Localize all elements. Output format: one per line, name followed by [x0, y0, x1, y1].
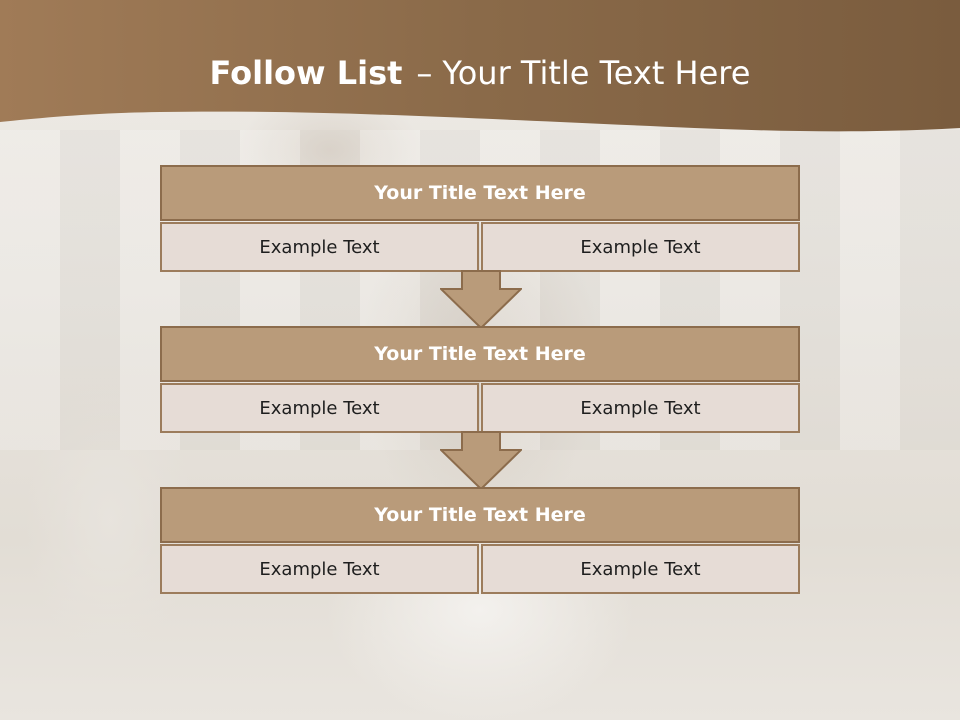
- example-text-right: Example Text: [481, 544, 800, 594]
- title-main: Follow List: [209, 54, 403, 92]
- example-text-right: Example Text: [481, 383, 800, 433]
- block-row: Example Text Example Text: [160, 222, 800, 272]
- block-row: Example Text Example Text: [160, 544, 800, 594]
- block-title: Your Title Text Here: [160, 487, 800, 543]
- example-text-right: Example Text: [481, 222, 800, 272]
- down-arrow-icon: [440, 431, 522, 491]
- header-banner: [0, 0, 960, 132]
- list-block-1: Your Title Text Here Example Text Exampl…: [160, 165, 800, 272]
- block-row: Example Text Example Text: [160, 383, 800, 433]
- example-text-left: Example Text: [160, 544, 479, 594]
- down-arrow-icon: [440, 270, 522, 330]
- list-block-2: Your Title Text Here Example Text Exampl…: [160, 326, 800, 433]
- title-separator: –: [416, 54, 433, 92]
- slide-title: Follow List–Your Title Text Here: [0, 54, 960, 92]
- example-text-left: Example Text: [160, 383, 479, 433]
- block-title: Your Title Text Here: [160, 165, 800, 221]
- title-subtitle: Your Title Text Here: [442, 54, 751, 92]
- example-text-left: Example Text: [160, 222, 479, 272]
- block-title: Your Title Text Here: [160, 326, 800, 382]
- list-block-3: Your Title Text Here Example Text Exampl…: [160, 487, 800, 594]
